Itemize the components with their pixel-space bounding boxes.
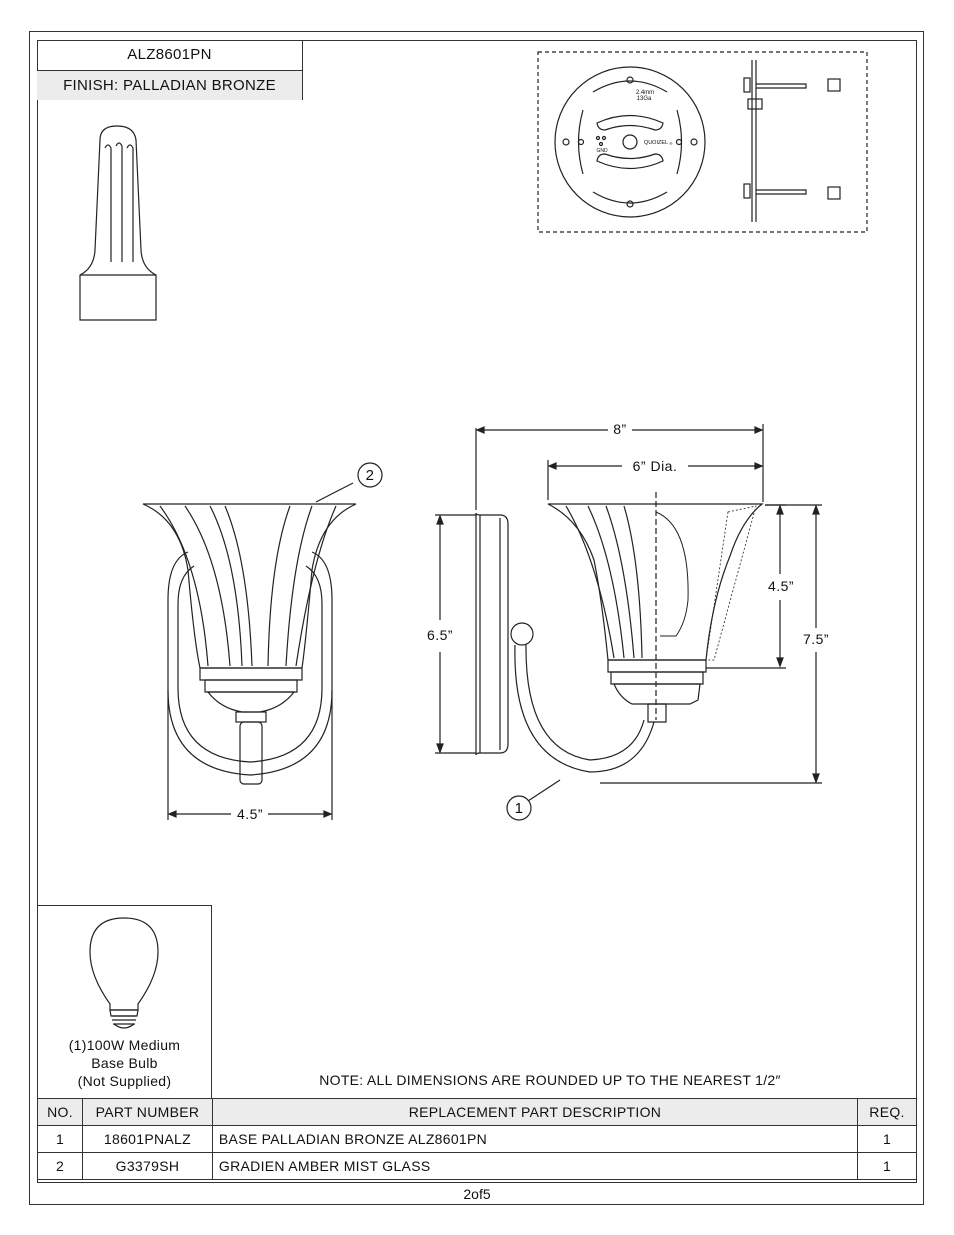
dim-overall-width: 8”: [613, 421, 626, 437]
dim-shade-height: 4.5”: [768, 578, 794, 594]
callout-2-label: 2: [366, 467, 375, 484]
side-view-drawing: [435, 424, 822, 821]
col-header-no: NO.: [37, 1098, 83, 1126]
wire-connector-drawing: [79, 125, 157, 321]
page-number: 2of5: [463, 1186, 491, 1202]
cell-req: 1: [857, 1125, 917, 1153]
inner-border: [37, 40, 917, 1183]
cell-no: 1: [37, 1125, 83, 1153]
title-block: ALZ8601PN FINISH: PALLADIAN BRONZE: [37, 40, 303, 100]
mounting-hardware-drawing: [537, 51, 868, 233]
cell-description: GRADIEN AMBER MIST GLASS: [211, 1152, 859, 1180]
plate-brand-mark: ®: [670, 141, 673, 146]
cell-description: BASE PALLADIAN BRONZE ALZ8601PN: [211, 1125, 859, 1153]
model-number: ALZ8601PN: [127, 46, 212, 63]
bulb-spec-line1: (1)100W Medium: [68, 1037, 181, 1053]
finish-label: FINISH: PALLADIAN BRONZE: [37, 70, 302, 100]
parts-table: NO. PART NUMBER REPLACEMENT PART DESCRIP…: [37, 1098, 917, 1180]
cell-req: 1: [857, 1152, 917, 1180]
dim-overall-height: 7.5”: [803, 631, 829, 647]
table-row: 2 G3379SH GRADIEN AMBER MIST GLASS 1: [37, 1152, 917, 1180]
plate-brand: QUOIZEL: [644, 140, 668, 146]
bulb-info-box: (1)100W Medium Base Bulb (Not Supplied): [37, 905, 212, 1098]
dimension-note: NOTE: ALL DIMENSIONS ARE ROUNDED UP TO T…: [319, 1072, 781, 1088]
bulb-spec-line3: (Not Supplied): [77, 1073, 172, 1089]
dim-front-width: 4.5”: [237, 806, 263, 822]
cell-part-number: 18601PNALZ: [81, 1125, 213, 1153]
dim-backplate-height: 6.5”: [427, 627, 453, 643]
col-header-part-number: PART NUMBER: [81, 1098, 213, 1126]
bulb-drawing: [89, 917, 159, 1029]
cell-part-number: G3379SH: [81, 1152, 213, 1180]
plate-gauge-ga: 13Ga: [637, 96, 652, 102]
dim-shade-diameter: 6” Dia.: [633, 458, 678, 474]
col-header-description: REPLACEMENT PART DESCRIPTION: [211, 1098, 859, 1126]
bulb-spec-line2: Base Bulb: [91, 1055, 158, 1071]
front-view-drawing: [142, 462, 383, 820]
cell-no: 2: [37, 1152, 83, 1180]
callout-1-label: 1: [515, 800, 524, 817]
col-header-req: REQ.: [857, 1098, 917, 1126]
plate-gnd-label: GND: [596, 148, 608, 154]
parts-table-header: NO. PART NUMBER REPLACEMENT PART DESCRIP…: [37, 1098, 917, 1126]
plate-gauge-mm: 2.4mm: [636, 90, 654, 96]
outer-border: [29, 31, 924, 1205]
table-row: 1 18601PNALZ BASE PALLADIAN BRONZE ALZ86…: [37, 1125, 917, 1153]
